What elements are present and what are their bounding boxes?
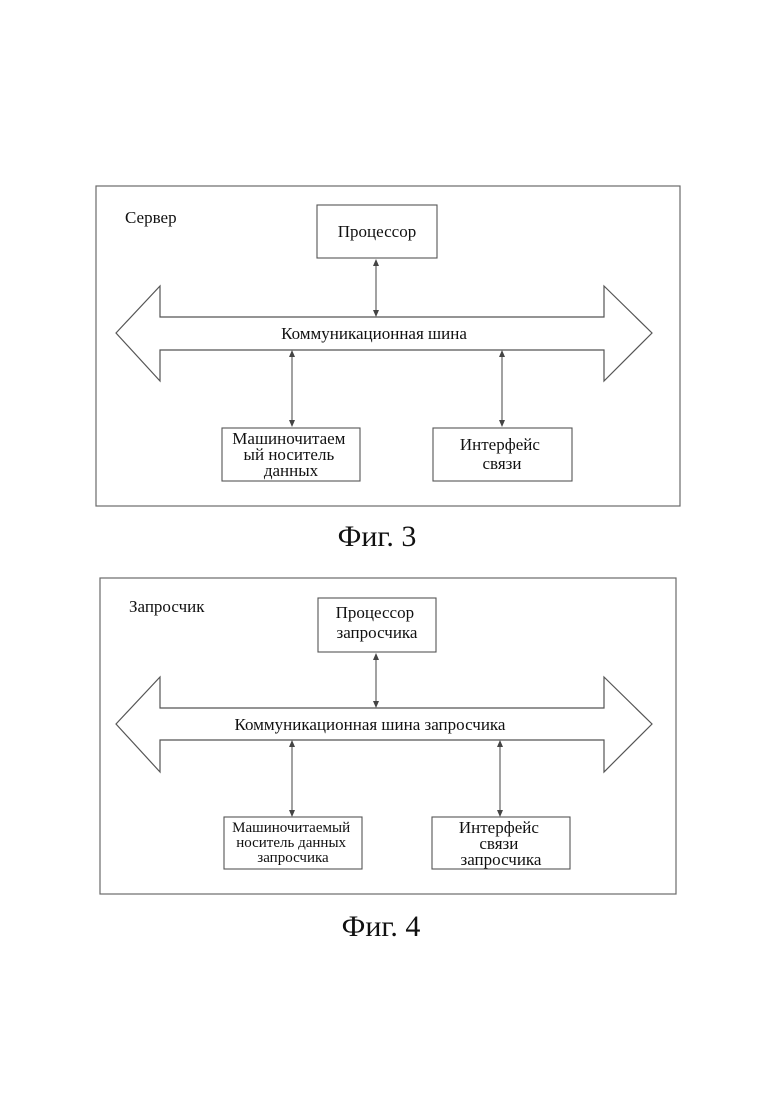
requester-label: Запросчик — [129, 597, 205, 616]
server-label: Сервер — [125, 208, 177, 227]
figure-4-caption: Фиг. 4 — [342, 910, 421, 943]
communication-bus-label: Коммуникационная шина — [281, 324, 467, 343]
processor-text: Процессор — [338, 222, 416, 241]
requester-processor-text: Процессор запросчика — [336, 603, 419, 642]
requester-bus-label: Коммуникационная шина запросчика — [235, 715, 506, 734]
figure-3: Сервер Процессор Коммуникационная шина М… — [96, 186, 680, 553]
figure-3-caption: Фиг. 3 — [338, 520, 417, 553]
figure-4: Запросчик Процессор запросчика Коммуника… — [100, 578, 676, 943]
